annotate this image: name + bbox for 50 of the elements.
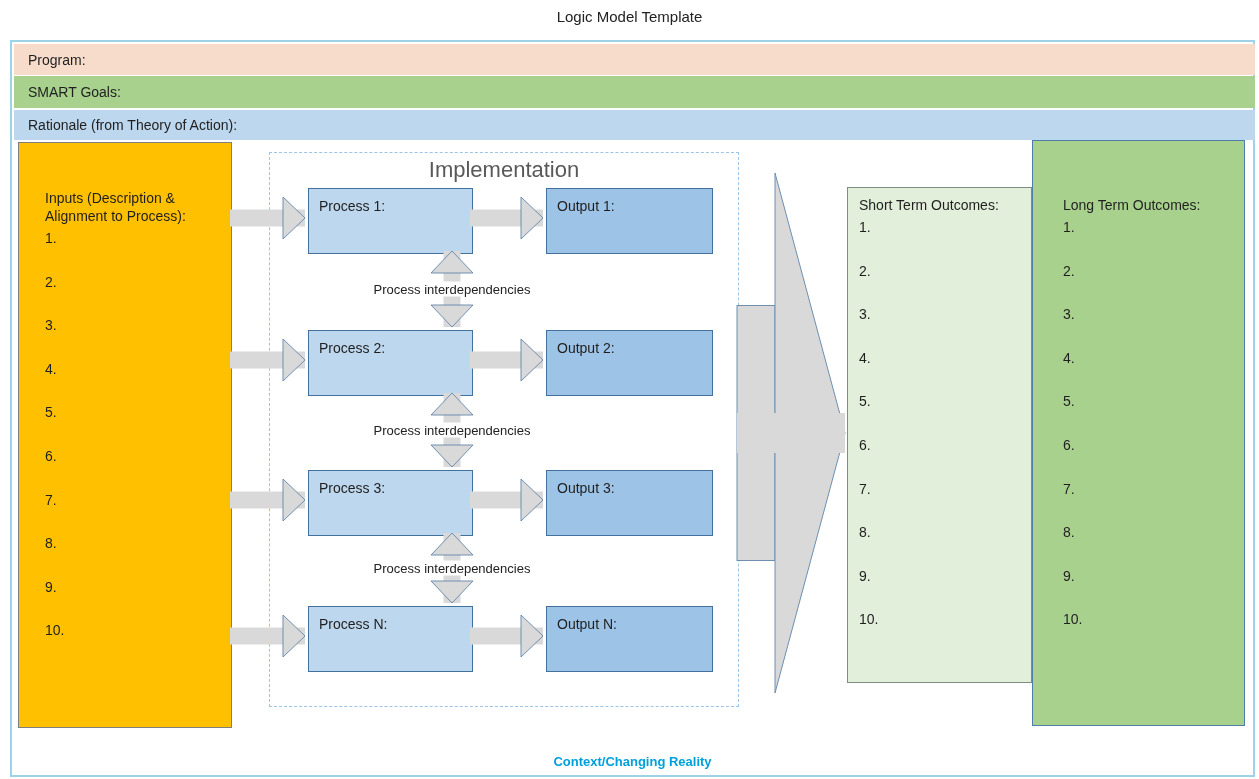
list-number: 10.	[859, 610, 879, 629]
list-number: 5.	[45, 403, 57, 422]
edge-label: Process interdependencies	[371, 560, 533, 576]
list-number: 4.	[859, 348, 871, 367]
list-number: 3.	[45, 316, 57, 335]
list-number: 6.	[1063, 435, 1075, 454]
list-number: 5.	[1063, 392, 1075, 411]
box-label: Output 1:	[557, 197, 615, 215]
list-number: 8.	[45, 534, 57, 553]
band-label: SMART Goals:	[28, 83, 121, 101]
group-title: Implementation	[428, 157, 580, 183]
list-number: 2.	[859, 261, 871, 280]
band-label: Rationale (from Theory of Action):	[28, 116, 238, 134]
list-number: 10.	[45, 621, 65, 640]
box-label: Output 3:	[557, 479, 615, 497]
list-number: 6.	[859, 435, 871, 454]
panel-heading: Inputs (Description & Alignment to Process):	[45, 189, 187, 225]
list-number: 2.	[1063, 261, 1075, 280]
list-number: 8.	[859, 523, 871, 542]
list-number: 8.	[1063, 523, 1075, 542]
list-number: 3.	[1063, 305, 1075, 324]
list-number: 7.	[45, 490, 57, 509]
list-number: 9.	[859, 566, 871, 585]
box-label: Output N:	[557, 615, 617, 633]
box-label: Process 1:	[319, 197, 386, 215]
band-label: Program:	[28, 50, 86, 69]
box-label: Output 2:	[557, 339, 615, 357]
list-number: 4.	[45, 359, 57, 378]
list-number: 1.	[859, 218, 871, 236]
list-number: 2.	[45, 272, 57, 291]
panel-heading: Short Term Outcomes:	[859, 196, 999, 214]
list-number: 4.	[1063, 348, 1075, 367]
list-number: 10.	[1063, 610, 1083, 629]
list-number: 1.	[1063, 218, 1075, 236]
list-number: 7.	[1063, 479, 1075, 498]
list-number: 6.	[45, 446, 57, 465]
list-number: 9.	[1063, 566, 1075, 585]
box-label: Process 3:	[319, 479, 386, 497]
list-number: 9.	[45, 577, 57, 596]
panel-heading: Long Term Outcomes:	[1063, 196, 1201, 214]
list-number: 7.	[859, 479, 871, 498]
list-number: 3.	[859, 305, 871, 324]
diagram-title: Logic Model Template	[556, 8, 703, 25]
box-label: Process 2:	[319, 339, 386, 357]
list-number: 1.	[45, 229, 57, 247]
box-label: Process N:	[319, 615, 388, 633]
edge-label: Process interdependencies	[371, 422, 533, 438]
edge-label: Process interdependencies	[371, 281, 533, 297]
frame-label: Context/Changing Reality	[553, 753, 712, 771]
list-number: 5.	[859, 392, 871, 411]
